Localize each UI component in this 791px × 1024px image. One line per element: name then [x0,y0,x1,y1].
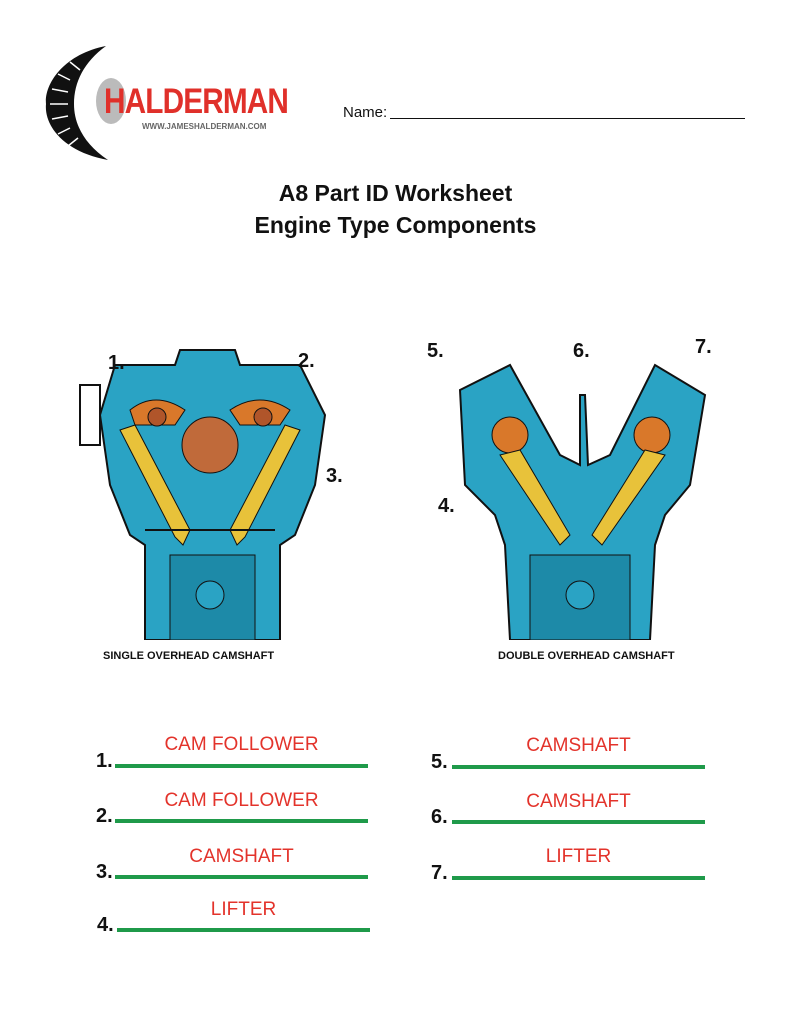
title-line2: Engine Type Components [254,212,537,238]
dohc-engine-diagram [458,363,707,640]
answer-line [115,764,368,768]
callout-3: 3. [326,465,343,487]
callout-1: 1. [108,352,125,374]
logo-url: WWW.JAMESHALDERMAN.COM [142,122,267,131]
answer-text[interactable]: CAM FOLLOWER [164,790,319,811]
answer-number: 5. [431,751,448,773]
sohc-caption: SINGLE OVERHEAD CAMSHAFT [103,650,275,662]
answer-text[interactable]: LIFTER [545,846,612,867]
answer-line [452,820,705,824]
answer-line [115,875,368,879]
answer-text[interactable]: LIFTER [210,899,277,920]
answer-number: 3. [96,861,113,883]
name-label: Name: [343,104,388,121]
callout-7: 7. [695,336,712,358]
answer-text[interactable]: CAM FOLLOWER [164,734,319,755]
answer-text[interactable]: CAMSHAFT [526,735,631,756]
callout-6: 6. [573,340,590,362]
sohc-engine-diagram [79,349,327,640]
answer-number: 2. [96,805,113,827]
answer-text[interactable]: CAMSHAFT [526,791,631,812]
answer-number: 1. [96,750,113,772]
callout-5: 5. [427,340,444,362]
callout-2: 2. [298,350,315,372]
answer-line [452,765,705,769]
answer-number: 4. [97,914,114,936]
title-line1: A8 Part ID Worksheet [278,180,513,206]
answer-number: 6. [431,806,448,828]
answer-line [115,819,368,823]
answer-number: 7. [431,862,448,884]
answer-line [117,928,370,932]
tire-icon [45,46,108,160]
wheel-icon [96,78,126,124]
dohc-caption: DOUBLE OVERHEAD CAMSHAFT [498,650,675,662]
answer-text[interactable]: CAMSHAFT [189,846,294,867]
logo-brand: HALDERMAN [104,82,289,121]
answer-line [452,876,705,880]
name-field[interactable] [390,118,745,119]
callout-4: 4. [438,495,455,517]
